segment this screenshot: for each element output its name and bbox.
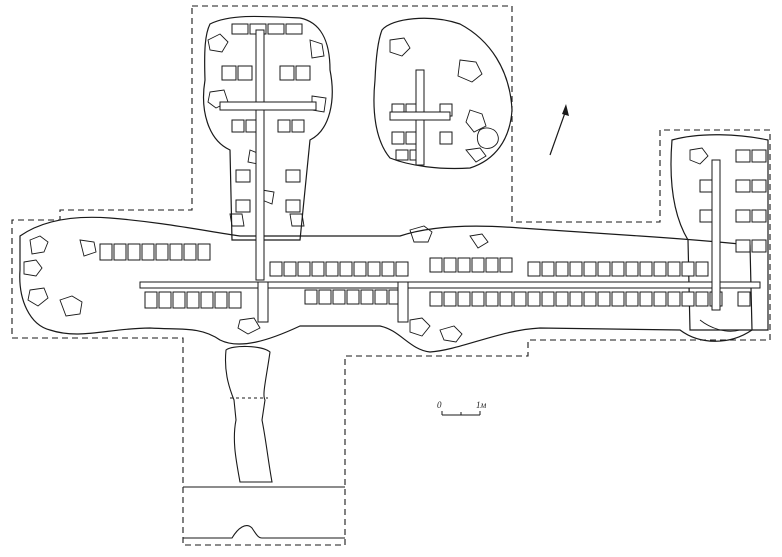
east-shaft-bricks [699,149,767,253]
channels [139,29,761,323]
north-shaft-bricks [221,23,311,213]
scale-end-label: 1м [476,400,487,410]
upper-course [99,243,709,277]
scale-bar [441,411,481,416]
scale-start-label: 0 [437,400,442,410]
north-arrow-icon [549,104,569,156]
brick-courses [99,23,767,309]
north-east-chamber [373,17,513,170]
north-shaft [202,15,333,241]
south-passage [183,345,345,539]
rubble-stones [23,33,741,343]
lower-course [144,289,751,309]
main-corridor [19,216,753,353]
east-shaft [670,134,769,331]
